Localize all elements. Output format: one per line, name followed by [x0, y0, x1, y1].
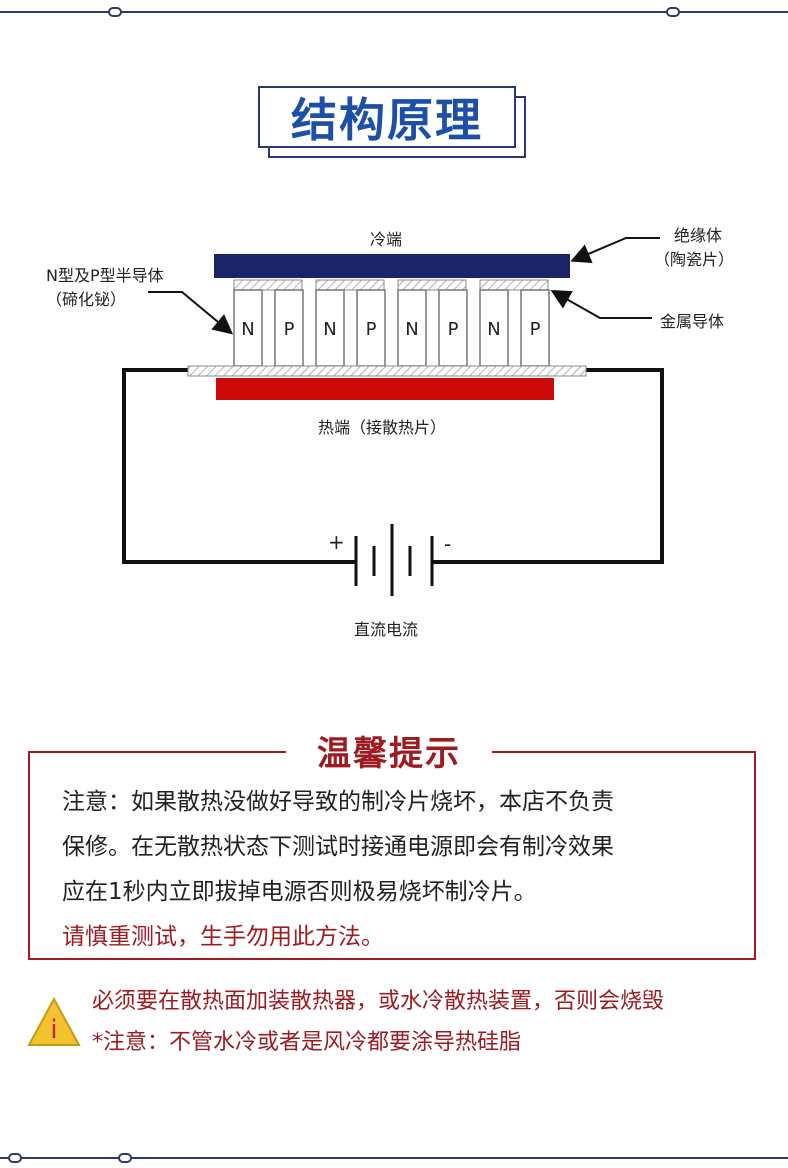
- insulator-label-line1: 绝缘体: [674, 226, 723, 245]
- bottom-decor-line: [0, 1157, 788, 1159]
- circuit-wire: [122, 368, 356, 564]
- insulator-pointer: [570, 237, 660, 263]
- section-title: 结构原理: [291, 93, 483, 147]
- bottom-decor-dot-right: [118, 1153, 132, 1163]
- bottom-decor-dot-left: [8, 1153, 22, 1163]
- top-conductor-1: [233, 279, 303, 291]
- hot-end-label: 热端（接散热片）: [318, 418, 447, 437]
- semiconductor-leg-label: P: [530, 319, 541, 340]
- notice-body: 注意：如果散热没做好导致的制冷片烧坏，本店不负责 保修。在无散热状态下测试时接通…: [62, 780, 742, 960]
- insulator-label-line2: （陶瓷片）: [654, 250, 735, 269]
- semiconductor-leg-6: P: [438, 289, 468, 367]
- semiconductor-leg-label: N: [323, 319, 336, 340]
- minus-sign: -: [444, 532, 452, 556]
- notice-line-1: 注意：如果散热没做好导致的制冷片烧坏，本店不负责: [62, 789, 614, 815]
- semiconductor-leg-label: N: [487, 319, 500, 340]
- top-conductor-3: [397, 279, 467, 291]
- circuit-wire-right: [432, 368, 664, 564]
- semiconductor-leg-8: P: [520, 289, 550, 367]
- semiconductor-leg-5: N: [397, 289, 427, 367]
- notice-line-3: 应在1秒内立即拔掉电源否则极易烧坏制冷片。: [62, 879, 537, 905]
- semiconductor-pointer: [148, 291, 234, 335]
- notice-line-2: 保修。在无散热状态下测试时接通电源即会有制冷效果: [62, 834, 614, 860]
- metal-conductor-label: 金属导体: [660, 312, 725, 331]
- top-decor-line: [0, 11, 788, 13]
- cold-plate: [214, 254, 570, 278]
- insulator-label: 绝缘体 （陶瓷片）: [654, 222, 734, 270]
- semiconductor-leg-label: N: [405, 319, 418, 340]
- semiconductor-leg-label: P: [448, 319, 459, 340]
- notice-frame-top-right: [492, 751, 756, 753]
- notice-frame: [28, 752, 756, 960]
- semiconductor-leg-label: N: [241, 319, 254, 340]
- dc-current-label: 直流电流: [354, 620, 419, 639]
- warning-line-1: 必须要在散热面加装散热器，或水冷散热装置，否则会烧毁: [92, 989, 665, 1014]
- top-conductor-2: [315, 279, 385, 291]
- warning-line-2: *注意：不管水冷或者是风冷都要涂导热硅脂: [92, 1030, 522, 1055]
- peltier-structure-diagram: N P N P N P N P 冷端 绝缘体 （陶瓷片） N型及P型半导体 （碲化铋） 金属导…: [0, 200, 788, 660]
- semiconductor-leg-label: P: [284, 319, 295, 340]
- semiconductor-label-line2: （碲化铋）: [46, 290, 127, 309]
- notice-line-4: 请慎重测试，生手勿用此方法。: [62, 924, 384, 950]
- semiconductor-leg-label: P: [366, 319, 377, 340]
- semiconductor-leg-2: P: [274, 289, 304, 367]
- top-decor-dot-right: [666, 7, 680, 17]
- bottom-conductor: [187, 365, 587, 377]
- semiconductor-label-line1: N型及P型半导体: [46, 266, 164, 285]
- semiconductor-leg-7: N: [479, 289, 509, 367]
- semiconductor-label: N型及P型半导体 （碲化铋）: [46, 262, 164, 310]
- notice-title: 温馨提示: [317, 734, 461, 774]
- section-title-badge: 结构原理: [258, 86, 528, 158]
- metal-conductor-pointer: [550, 290, 652, 319]
- notice-frame-top-left: [28, 751, 286, 753]
- hot-plate: [216, 378, 554, 400]
- plus-sign: +: [328, 530, 345, 554]
- top-decor-dot-left: [108, 7, 122, 17]
- semiconductor-leg-3: N: [315, 289, 345, 367]
- semiconductor-leg-4: P: [356, 289, 386, 367]
- semiconductor-leg-1: N: [233, 289, 263, 367]
- warning-triangle-icon: i: [27, 996, 81, 1046]
- title-frame: 结构原理: [258, 86, 516, 148]
- svg-text:i: i: [50, 1015, 57, 1045]
- cold-end-label: 冷端: [370, 230, 403, 249]
- top-conductor-4: [479, 279, 549, 291]
